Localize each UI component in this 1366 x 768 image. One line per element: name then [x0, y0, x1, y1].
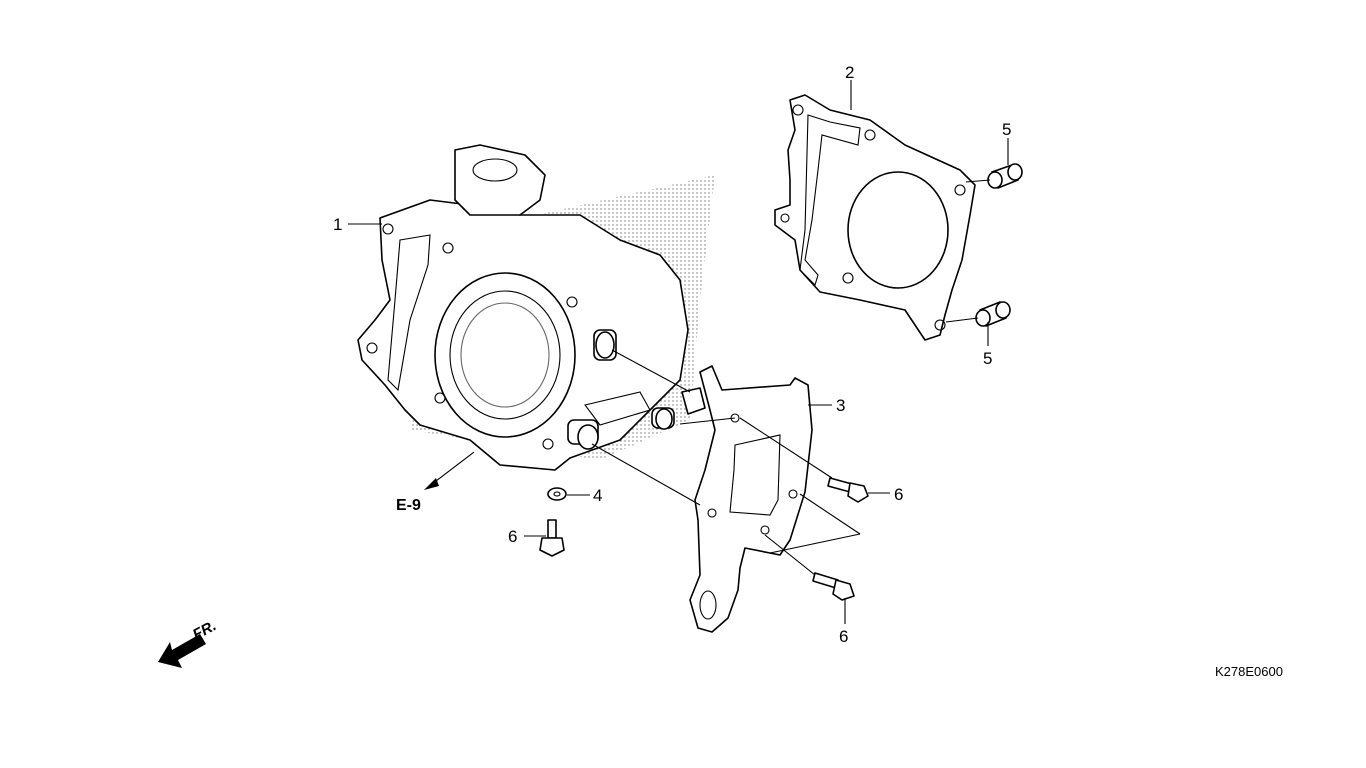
reference-label: E-9 — [396, 497, 421, 514]
callout-5-bottom: 5 — [983, 349, 992, 368]
bolt-right-top — [827, 477, 869, 503]
callout-3: 3 — [836, 396, 845, 415]
cylinder-part — [357, 144, 715, 471]
bolt-left — [539, 519, 565, 557]
callout-5-top: 5 — [1002, 120, 1011, 139]
washer-part — [547, 487, 567, 501]
callout-2: 2 — [845, 63, 854, 82]
callout-6-right-top: 6 — [894, 485, 903, 504]
figure-code: K278E0600 — [1215, 664, 1283, 679]
reference-arrow — [424, 451, 475, 490]
front-arrow-icon — [158, 634, 206, 668]
bracket-part — [681, 365, 813, 633]
leader-lines — [348, 80, 1009, 624]
callout-1: 1 — [333, 215, 342, 234]
bolt-right-bottom — [812, 572, 855, 601]
callout-4: 4 — [593, 486, 602, 505]
dowel-pin-bottom — [975, 301, 1011, 327]
cylinder-gasket-part — [774, 94, 976, 341]
callout-6-right-bottom: 6 — [839, 627, 848, 646]
callout-6-left: 6 — [508, 527, 517, 546]
dowel-pin-top — [987, 163, 1023, 189]
